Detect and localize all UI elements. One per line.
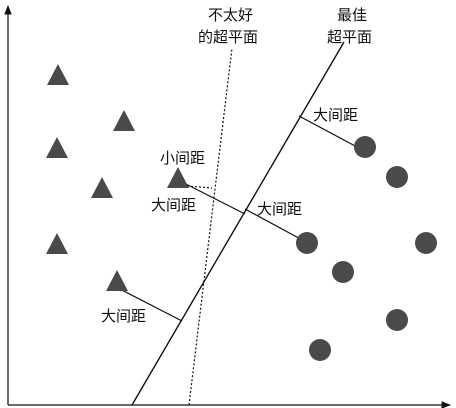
bad-hyperplane-line bbox=[188, 47, 233, 406]
best-hyperplane-label-line1: 最佳 bbox=[337, 6, 367, 24]
bad-hyperplane-label-line2: 的超平面 bbox=[198, 28, 258, 46]
best-hyperplane-line bbox=[131, 41, 345, 406]
margin-segment-left bbox=[179, 180, 246, 215]
circle-marker bbox=[415, 232, 437, 254]
large-margin-bottom-label: 大间距 bbox=[101, 307, 146, 325]
small-margin-label: 小间距 bbox=[160, 149, 205, 167]
margin-segment-small bbox=[186, 185, 213, 189]
circle-marker bbox=[354, 136, 376, 158]
large-margin-center-label: 大间距 bbox=[257, 200, 302, 218]
triangle-marker bbox=[46, 137, 68, 158]
margin-segment-bottom bbox=[117, 287, 183, 322]
triangle-marker bbox=[106, 270, 128, 291]
triangle-marker bbox=[46, 233, 68, 254]
circle-marker bbox=[332, 261, 354, 283]
circle-marker bbox=[386, 166, 408, 188]
circle-marker bbox=[386, 309, 408, 331]
best-hyperplane-label-line2: 超平面 bbox=[327, 28, 372, 46]
triangle-marker bbox=[91, 177, 113, 198]
circle-marker bbox=[309, 339, 331, 361]
large-margin-left-label: 大间距 bbox=[151, 196, 196, 214]
triangle-marker bbox=[47, 64, 69, 85]
bad-hyperplane-label-line1: 不太好 bbox=[208, 6, 253, 24]
margin-segment-center bbox=[244, 208, 307, 243]
margin-segment-top-right bbox=[298, 115, 358, 148]
triangle-marker bbox=[167, 167, 189, 188]
circle-marker bbox=[296, 232, 318, 254]
triangle-marker bbox=[113, 110, 135, 131]
large-margin-top-right-label: 大间距 bbox=[313, 106, 358, 124]
